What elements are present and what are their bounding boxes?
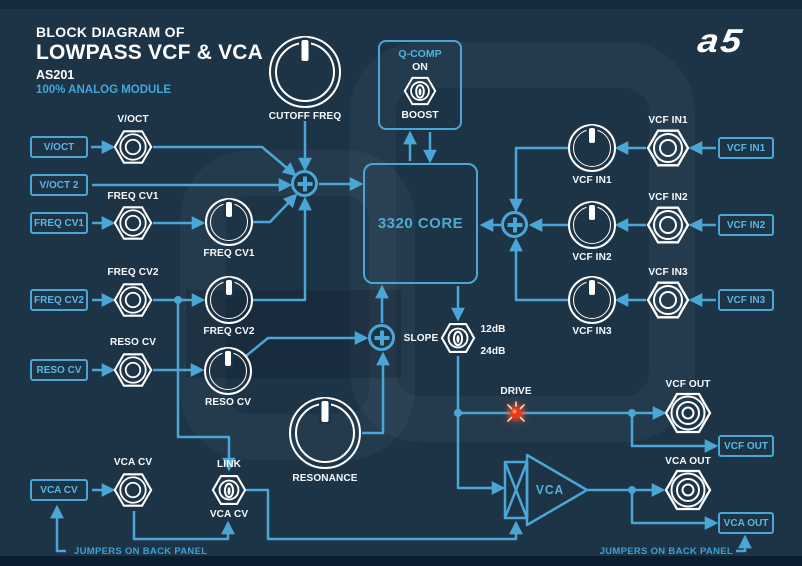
input-box-freqcv1: FREQ CV1 [30, 212, 88, 234]
vcacv-jack-label: VCA CV [113, 456, 153, 468]
input-box-vcfin3: VCF IN3 [718, 289, 774, 311]
vcfin3-knob [568, 276, 616, 324]
wire [246, 488, 523, 541]
slope-label: SLOPE [403, 332, 439, 344]
resonance-label: RESONANCE [292, 472, 358, 484]
header-kicker: BLOCK DIAGRAM OF [36, 24, 185, 40]
sum-node-freq [291, 170, 318, 197]
freqcv2-jack [113, 280, 153, 320]
output-box-vcfout: VCF OUT [718, 435, 774, 457]
wire [736, 534, 752, 553]
freqcv1-knob [205, 198, 253, 246]
vcaout-jack [664, 466, 712, 514]
qcomp-on-label: ON [412, 61, 428, 73]
junction-dot [174, 296, 182, 304]
sum-node-vcfin [501, 211, 528, 238]
vcfin3-knob-label: VCF IN3 [572, 325, 612, 337]
wire [253, 193, 298, 224]
input-box-vcacv: VCA CV [30, 479, 88, 501]
vca-symbol [503, 453, 589, 527]
header: BLOCK DIAGRAM OF LOWPASS VCF & VCA AS201… [36, 24, 263, 96]
vcfin3-jack-label: VCF IN3 [648, 266, 688, 278]
link-toggle [211, 472, 247, 508]
freqcv1-jack-label: FREQ CV1 [107, 190, 159, 202]
vcfin1-knob-label: VCF IN1 [572, 174, 612, 186]
resocv-knob-label: RESO CV [204, 396, 252, 408]
core-box: 3320 CORE [363, 163, 478, 284]
cutoff-freq-label: CUTOFF FREQ [268, 110, 342, 122]
link-label-top: LINK [217, 458, 241, 470]
voct-jack-label: V/OCT [117, 113, 149, 125]
model-number: AS201 [36, 68, 75, 82]
junction-dot [454, 409, 462, 417]
vcfin2-jack [646, 203, 690, 247]
wire [362, 351, 390, 435]
resocv-jack [113, 350, 153, 390]
vcfin1-knob [568, 124, 616, 172]
wire [50, 504, 66, 553]
input-box-resocv: RESO CV [30, 359, 88, 381]
wire [630, 413, 719, 453]
freqcv2-knob [205, 276, 253, 324]
core-label: 3320 CORE [377, 215, 464, 232]
qcomp-box: Q-COMP ON BOOST [378, 40, 462, 130]
freqcv2-jack-label: FREQ CV2 [107, 266, 159, 278]
wire [132, 511, 235, 541]
resocv-jack-label: RESO CV [109, 336, 157, 348]
resocv-knob [204, 347, 252, 395]
freqcv1-jack [113, 203, 153, 243]
wire [456, 413, 506, 495]
qcomp-toggle [403, 74, 437, 108]
vcfin1-jack [646, 126, 690, 170]
wire [253, 196, 312, 302]
vca-label: VCA [535, 483, 565, 497]
vcfin3-jack [646, 278, 690, 322]
jumpers-note-left: JUMPERS ON BACK PANEL [74, 546, 208, 557]
header-subtitle: 100% ANALOG MODULE [36, 84, 172, 96]
drive-label: DRIVE [500, 385, 532, 397]
vcfin2-knob-label: VCF IN2 [572, 251, 612, 263]
drive-led [507, 401, 525, 422]
input-box-voct: V/OCT [30, 136, 88, 158]
resonance-knob [289, 397, 361, 469]
qcomp-boost-label: BOOST [401, 109, 439, 121]
bottom-strip [0, 556, 802, 566]
wire [630, 490, 719, 530]
input-box-vcfin2: VCF IN2 [718, 214, 774, 236]
junction-dot [628, 486, 636, 494]
sum-node-reso [368, 324, 395, 351]
slope-toggle [440, 320, 476, 356]
output-box-vcaout: VCA OUT [718, 512, 774, 534]
vcfout-jack-label: VCF OUT [665, 378, 711, 390]
input-box-vcfin1: VCF IN1 [718, 137, 774, 159]
freqcv1-knob-label: FREQ CV1 [203, 247, 255, 259]
vcfin1-jack-label: VCF IN1 [648, 114, 688, 126]
wire [153, 145, 297, 177]
link-label-bottom: VCA CV [209, 508, 249, 520]
vcfout-jack [664, 389, 712, 437]
vcacv-jack [113, 470, 153, 510]
vcaout-jack-label: VCA OUT [665, 455, 711, 467]
wire [456, 356, 667, 420]
as-logo: a5 [695, 22, 747, 59]
slope-24db-label: 24dB [480, 345, 506, 357]
junction-dot [628, 409, 636, 417]
wire [509, 146, 568, 213]
vcfin2-knob [568, 201, 616, 249]
vcfin2-jack-label: VCF IN2 [648, 191, 688, 203]
input-box-freqcv2: FREQ CV2 [30, 289, 88, 311]
page-title: LOWPASS VCF & VCA [36, 41, 264, 64]
input-box-voct2: V/OCT 2 [30, 174, 88, 196]
wire [509, 237, 568, 302]
voct-jack [113, 127, 153, 167]
wire [245, 331, 369, 357]
qcomp-title: Q-COMP [398, 48, 442, 60]
freqcv2-knob-label: FREQ CV2 [203, 325, 255, 337]
cutoff-freq-knob [269, 36, 341, 108]
slope-12db-label: 12dB [480, 323, 506, 335]
jumpers-note-right: JUMPERS ON BACK PANEL [599, 546, 733, 557]
top-strip [0, 0, 802, 9]
